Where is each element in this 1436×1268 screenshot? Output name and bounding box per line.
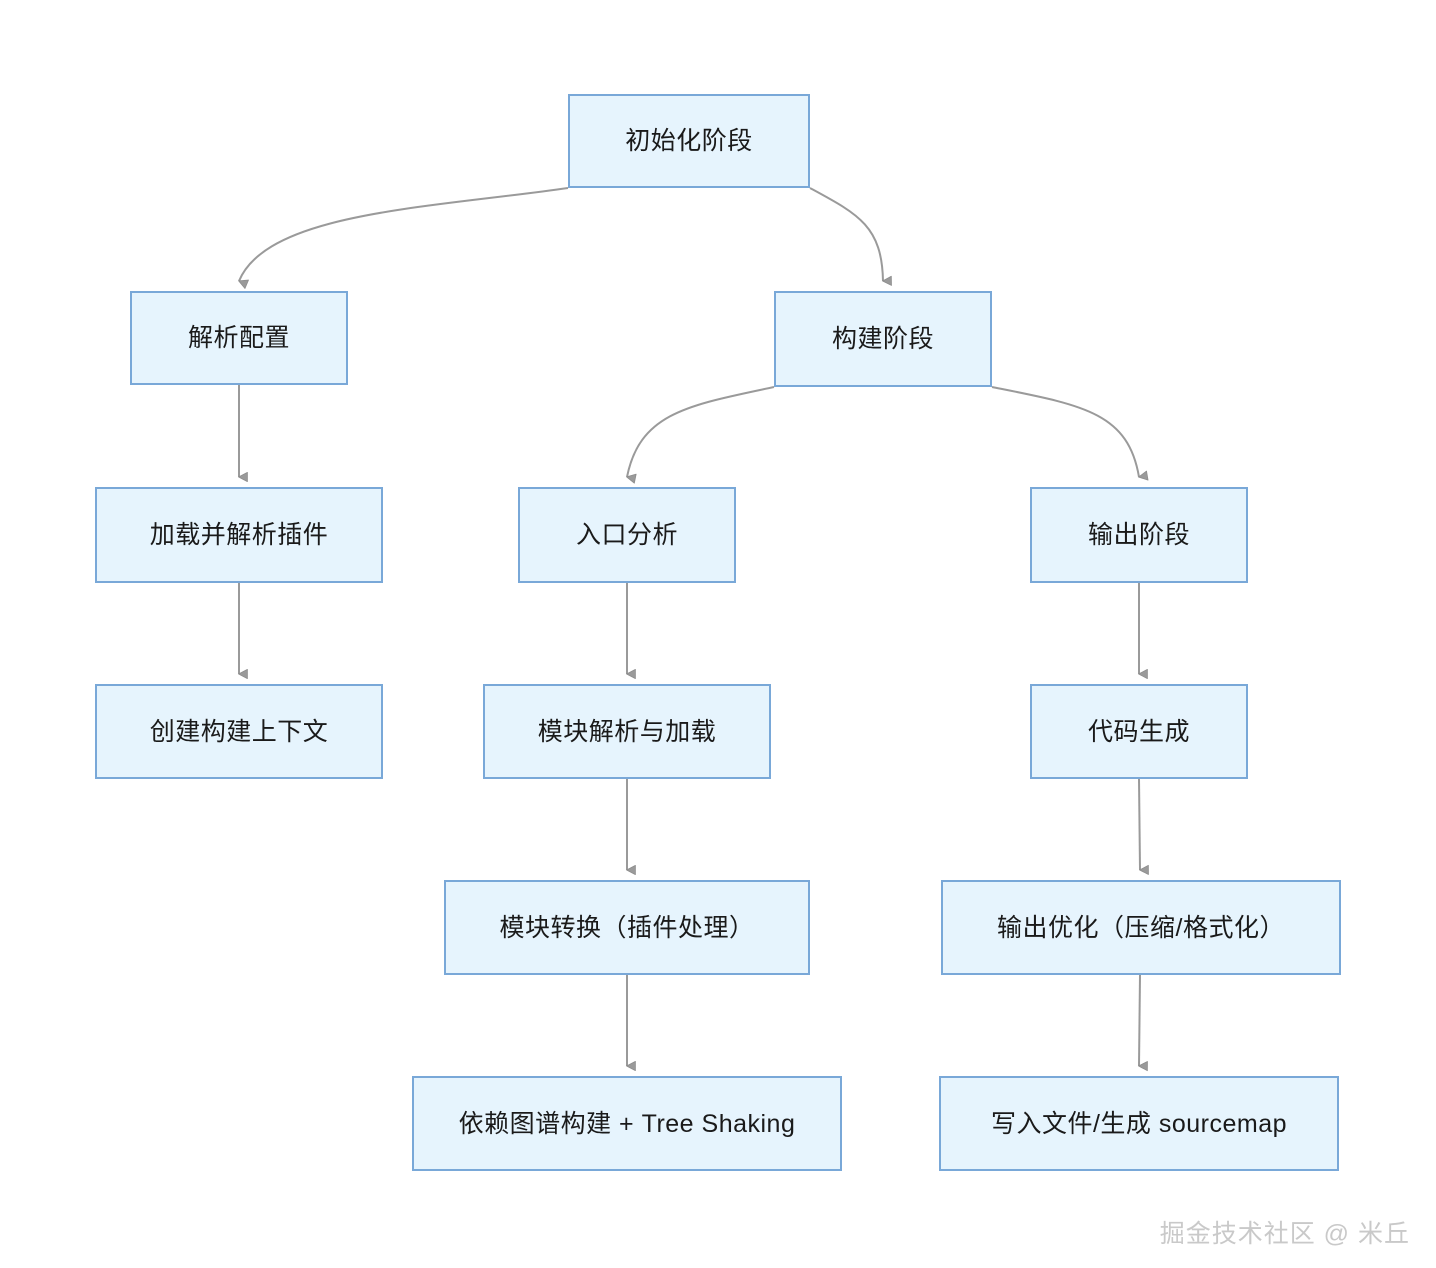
node-label: 创建构建上下文 [149,717,329,746]
edge-init-to-build [809,187,892,286]
edge-build-to-entry [626,386,775,484]
node-load-plugin[interactable]: 加载并解析插件 [95,487,383,583]
node-build-phase[interactable]: 构建阶段 [774,291,992,387]
node-label: 模块解析与加载 [537,717,717,746]
node-init[interactable]: 初始化阶段 [568,94,810,188]
node-module-resolve-load[interactable]: 模块解析与加载 [483,684,771,779]
node-output-optimize[interactable]: 输出优化（压缩/格式化） [941,880,1341,975]
node-label: 解析配置 [187,324,290,352]
node-label: 入口分析 [575,521,678,549]
node-label: 初始化阶段 [625,127,753,155]
node-label: 写入文件/生成 sourcemap [990,1109,1288,1138]
edge-build-to-output [991,386,1149,481]
edge-optimize-to-write [1138,974,1148,1072]
node-label: 输出阶段 [1087,521,1190,549]
node-label: 代码生成 [1087,717,1190,746]
node-label: 构建阶段 [831,325,934,353]
node-create-context[interactable]: 创建构建上下文 [95,684,383,779]
edge-init-to-parse-config [238,187,569,289]
node-label: 输出优化（压缩/格式化） [997,913,1285,942]
node-label: 依赖图谱构建 + Tree Shaking [458,1109,796,1138]
watermark: 掘金技术社区 @ 米丘 [1159,1220,1410,1248]
node-output-phase[interactable]: 输出阶段 [1030,487,1248,583]
node-label: 加载并解析插件 [149,521,329,549]
node-entry-analysis[interactable]: 入口分析 [518,487,736,583]
node-write-file-sourcemap[interactable]: 写入文件/生成 sourcemap [939,1076,1339,1171]
node-parse-config[interactable]: 解析配置 [130,291,348,385]
node-dependency-graph-tree-shaking[interactable]: 依赖图谱构建 + Tree Shaking [412,1076,842,1171]
node-code-generation[interactable]: 代码生成 [1030,684,1248,779]
node-module-transform[interactable]: 模块转换（插件处理） [444,880,810,975]
edge-codegen-to-optimize [1138,778,1149,875]
node-label: 模块转换（插件处理） [499,913,755,942]
